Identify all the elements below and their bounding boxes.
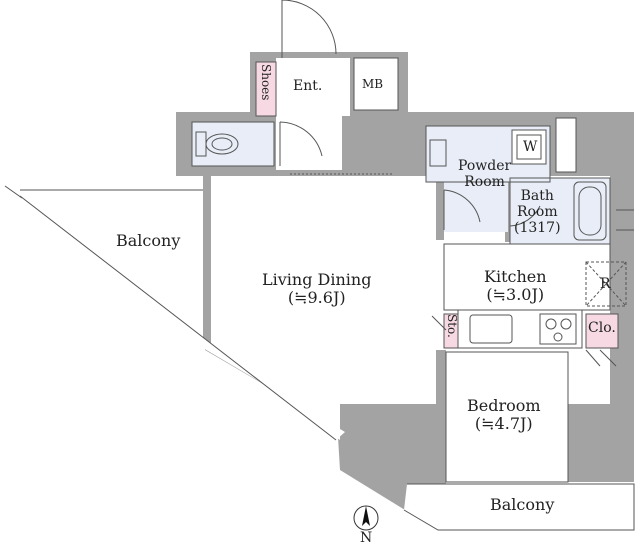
bedroom-line-1: Bedroom <box>467 396 541 415</box>
balcony-bottom-label: Balcony <box>490 495 555 514</box>
compass-icon <box>353 505 379 531</box>
storage-closet <box>443 313 459 349</box>
doors <box>279 0 617 367</box>
kitchen-line-1: Kitchen <box>484 267 547 286</box>
entrance-label: Ent. <box>293 78 323 94</box>
refrigerator-icon <box>585 261 627 307</box>
washer-icon <box>511 129 547 165</box>
washer-label: W <box>523 139 538 155</box>
bedroom-line-2: (≒4.7J) <box>474 414 533 434</box>
mb-label: MB <box>362 77 384 91</box>
bath-room-line-2: Room <box>516 204 558 221</box>
powder-room-label: Powder Room <box>458 158 511 190</box>
living-dining-line-1: Living Dining <box>262 270 372 289</box>
bathtub-icon <box>573 181 607 241</box>
compass-label: N <box>360 530 373 546</box>
shoes-label: Shoes <box>258 64 273 101</box>
floor-areas <box>20 58 634 530</box>
bedroom-closet <box>585 313 619 349</box>
sink-icon <box>429 139 447 167</box>
kitchen-sink-icon <box>469 314 513 344</box>
balcony-left-label: Balcony <box>116 231 181 250</box>
bath-room-line-1: Bath <box>520 188 554 204</box>
storage-label: Sto. <box>444 314 459 338</box>
living-dining-line-2: (≒9.6J) <box>287 288 346 308</box>
toilet-icon <box>195 131 239 157</box>
living-dining-label: Living Dining (≒9.6J) <box>262 270 372 308</box>
stove-icon <box>539 313 577 345</box>
kitchen-label: Kitchen (≒3.0J) <box>484 267 547 305</box>
shoes-closet <box>255 61 277 117</box>
bath-room-line-3: (1317) <box>514 220 561 237</box>
bedroom-label: Bedroom (≒4.7J) <box>467 396 541 434</box>
windows <box>290 117 634 483</box>
kitchen-line-2: (≒3.0J) <box>486 285 545 305</box>
refrigerator-label: R <box>600 276 611 292</box>
closet-label: Clo. <box>588 320 616 336</box>
powder-room-line-1: Powder <box>458 158 512 174</box>
powder-room-line-2: Room <box>464 174 505 191</box>
outlines <box>4 57 635 531</box>
bath-room-label: Bath Room (1317) <box>514 188 561 236</box>
